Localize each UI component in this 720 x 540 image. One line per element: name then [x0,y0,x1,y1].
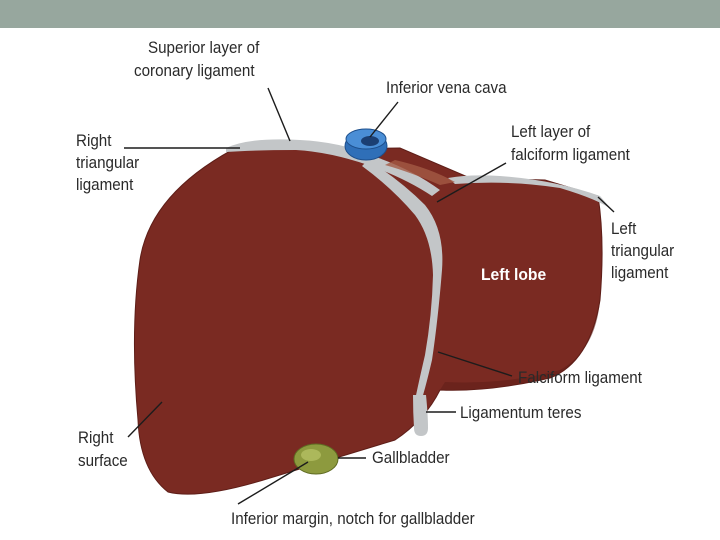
falciform-ligament [362,160,443,405]
label-inferior-margin: Inferior margin, notch for gallbladder [231,510,475,528]
inferior-vena-cava [344,128,388,161]
label-right-surface-2: surface [78,452,128,470]
label-ligamentum-teres: Ligamentum teres [460,404,581,422]
label-left-triangular-1: Left [611,220,637,238]
leader-superior-coronary [267,87,291,142]
leader-left-triangular [597,196,615,213]
leader-right-surface [127,401,163,438]
leader-lines [124,87,615,505]
label-right-triangular-1: Right [76,132,112,150]
label-gallbladder: Gallbladder [372,449,450,467]
label-superior-coronary-1: Superior layer of [148,39,260,57]
leader-inferior-margin [237,461,309,505]
label-ivc: Inferior vena cava [386,79,507,97]
left-triangular-ligament-strip [448,175,612,210]
label-right-triangular-3: ligament [76,176,134,194]
ligamentum-teres [413,395,428,436]
slide-header-bar [0,0,720,28]
gallbladder [293,443,339,475]
label-left-triangular-3: ligament [611,264,669,282]
liver-body [133,147,603,495]
label-right-surface-1: Right [78,429,114,447]
label-left-triangular-2: triangular [611,242,675,260]
label-falciform: Falciform ligament [518,369,642,387]
label-left-lobe: Left lobe [481,265,546,284]
label-left-falciform-2: falciform ligament [511,146,630,164]
leader-ivc [369,101,399,138]
leader-falciform [437,351,513,377]
label-left-falciform-1: Left layer of [511,123,591,141]
bare-area [385,160,455,185]
label-right-triangular-2: triangular [76,154,140,172]
leader-left-falciform [436,162,507,203]
label-superior-coronary-2: coronary ligament [134,62,255,80]
